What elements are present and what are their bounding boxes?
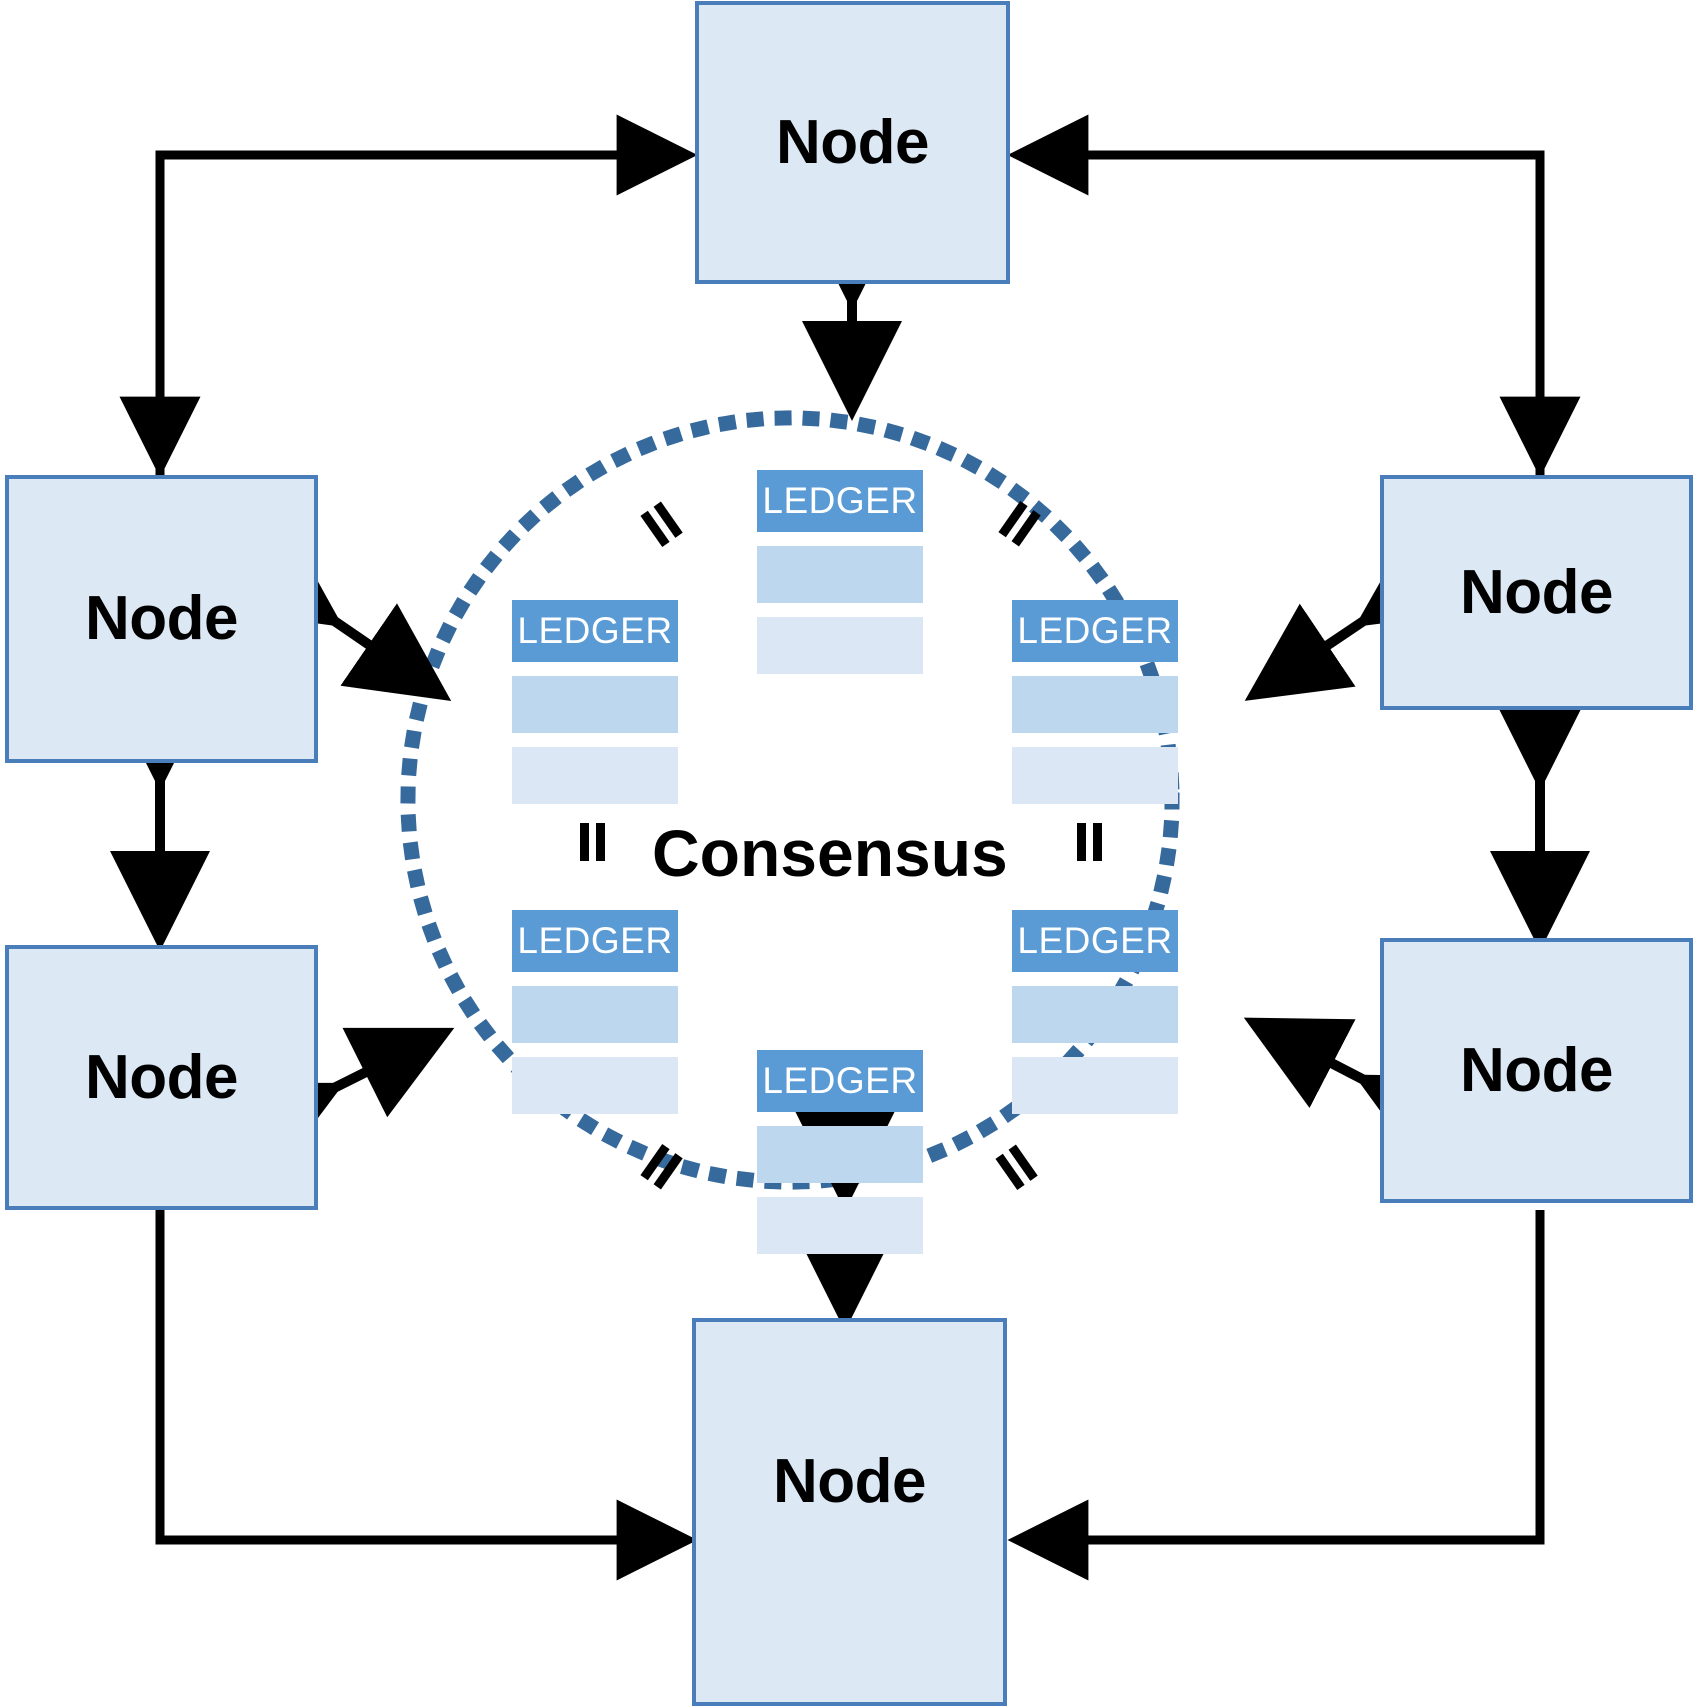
equals-mark-bottom-right <box>992 1142 1042 1193</box>
ledger-upper-right-row-1 <box>1012 676 1178 733</box>
ledger-lower-right-row-2 <box>1012 1057 1178 1114</box>
node-bottom-label: Node <box>773 1447 927 1516</box>
node-bottom[interactable]: Node <box>692 1318 1007 1706</box>
node-top-label: Node <box>776 107 930 177</box>
node-left-lower[interactable]: Node <box>5 945 318 1210</box>
ledger-lower-right-header: LEDGER <box>1012 910 1178 972</box>
ledger-lower-left-row-1 <box>512 986 678 1043</box>
ledger-top-row-2 <box>757 617 923 674</box>
ledger-lower-right-row-1 <box>1012 986 1178 1043</box>
ledger-bottom-row-1 <box>757 1126 923 1183</box>
equals-mark-top-left <box>637 499 687 550</box>
ledger-lower-left[interactable]: LEDGER <box>512 910 678 1114</box>
ledger-bottom-row-2 <box>757 1197 923 1254</box>
ledger-lower-right[interactable]: LEDGER <box>1012 910 1178 1114</box>
ledger-lower-left-header: LEDGER <box>512 910 678 972</box>
ledger-upper-left-row-1 <box>512 676 678 733</box>
equals-mark-top-right <box>995 499 1045 550</box>
ledger-bottom[interactable]: LEDGER <box>757 1050 923 1254</box>
node-right-lower-label: Node <box>1460 1035 1614 1105</box>
node-left-lower-label: Node <box>85 1042 239 1112</box>
equals-mark-bottom-left <box>637 1142 687 1193</box>
ledger-top-row-1 <box>757 546 923 603</box>
arrow-left-upper-to-top <box>155 114 698 475</box>
equals-mark-mid-right <box>1073 823 1107 861</box>
node-right-lower[interactable]: Node <box>1380 938 1693 1203</box>
ledger-lower-left-row-2 <box>512 1057 678 1114</box>
ledger-top[interactable]: LEDGER <box>757 470 923 674</box>
arrow-left-lower-to-bottom <box>155 1210 698 1581</box>
ledger-upper-left[interactable]: LEDGER <box>512 600 678 804</box>
ledger-upper-left-header: LEDGER <box>512 600 678 662</box>
arrow-left-lower-node-to-circle <box>232 1027 455 1173</box>
arrow-right-upper-node-to-circle <box>1244 529 1466 701</box>
arrow-right-lower-to-bottom <box>1007 1210 1545 1581</box>
arrow-left-upper-node-to-circle <box>232 529 452 702</box>
arrow-right-upper-to-top <box>1007 114 1545 475</box>
node-left-upper[interactable]: Node <box>5 475 318 763</box>
ledger-upper-right-header: LEDGER <box>1012 600 1178 662</box>
ledger-upper-right-row-2 <box>1012 747 1178 804</box>
ledger-bottom-header: LEDGER <box>757 1050 923 1112</box>
consensus-label: Consensus <box>652 816 1008 890</box>
ledger-top-header: LEDGER <box>757 470 923 532</box>
ledger-upper-left-row-2 <box>512 747 678 804</box>
node-right-upper[interactable]: Node <box>1380 475 1693 710</box>
node-left-upper-label: Node <box>85 584 239 653</box>
node-top[interactable]: Node <box>695 1 1010 284</box>
ledger-upper-right[interactable]: LEDGER <box>1012 600 1178 804</box>
node-right-upper-label: Node <box>1460 557 1614 627</box>
equals-mark-mid-left <box>576 823 610 861</box>
arrow-right-lower-node-to-circle <box>1243 1017 1466 1166</box>
